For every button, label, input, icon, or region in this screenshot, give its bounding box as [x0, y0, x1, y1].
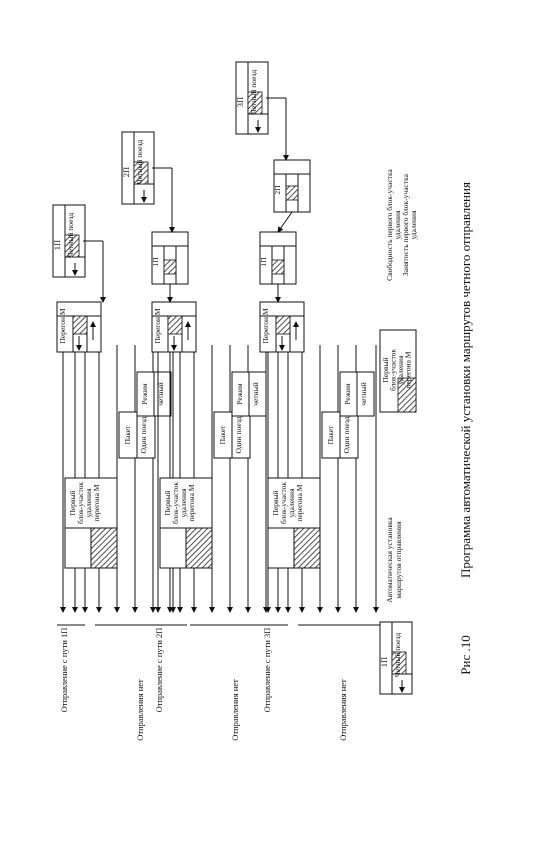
- block-section-text: Первый: [163, 490, 172, 515]
- peregon-hatch: [167, 315, 183, 335]
- track-box-label: 1П: [259, 257, 268, 267]
- block-section-text: перегона М: [187, 484, 196, 521]
- train-hatch: [133, 161, 149, 185]
- peregon-label: Перегон М: [153, 308, 162, 343]
- paket-label: Пакет: [326, 425, 335, 445]
- legend-block-text: Первый: [381, 357, 390, 382]
- track-box: [259, 231, 297, 285]
- legend-block-hatch: [397, 377, 417, 413]
- legend-track-label: 1П: [379, 657, 389, 667]
- legend-auto-text: маршрутов отправления: [394, 521, 403, 599]
- mode-label: Режим: [235, 383, 244, 405]
- block-section-text: Первый: [68, 490, 77, 515]
- route-row-1: Отправление с пути 1П Отправления нет Перв…: [52, 204, 187, 741]
- block-section-hatch: [90, 527, 118, 569]
- one-train-label: Один поезд: [342, 416, 351, 453]
- block-section-text: удаления: [287, 488, 296, 518]
- train-hatch: [247, 91, 263, 115]
- one-train-label: Один поезд: [139, 416, 148, 453]
- figure-title: Программа автоматической установки маршр…: [458, 182, 473, 578]
- departure-label: Отправление с пути 3П: [262, 628, 272, 713]
- even-label: четный: [251, 382, 260, 405]
- departure-label: Отправление с пути 2П: [154, 628, 164, 713]
- track-box-label-2: 2П: [273, 185, 282, 195]
- track-label: 1П: [52, 240, 62, 250]
- figure-number: Рис .10: [458, 635, 473, 674]
- track-hatch-2: [285, 185, 299, 201]
- block-section-text: блок-участок: [171, 482, 180, 524]
- track-hatch: [271, 259, 285, 275]
- one-train-label: Один поезд: [234, 416, 243, 453]
- legend-block-text: перегона М: [404, 351, 413, 388]
- no-departure-label: Отправления нет: [338, 679, 348, 741]
- block-section-text: удаления: [179, 488, 188, 518]
- block-section-text: Первый: [271, 490, 280, 515]
- paket-label: Пакет: [123, 425, 132, 445]
- train-label: Четный поезд: [66, 213, 75, 258]
- legend-free-occ-text: удаления: [409, 210, 418, 240]
- legend-auto-text: Автоматическая установка: [385, 517, 394, 603]
- block-section-text: перегона М: [92, 484, 101, 521]
- mode-label: Режим: [140, 383, 149, 405]
- legend-block-text: удаления: [396, 355, 405, 385]
- route-rows: Отправление с пути 1П Отправления нет Перв…: [52, 61, 390, 741]
- track-label: 3П: [235, 97, 245, 107]
- peregon-label: Перегон М: [261, 308, 270, 343]
- caption: Рис .10 Программа автоматической установк…: [458, 182, 473, 675]
- legend-free-occ-text: Занятость первого блок-участка: [401, 173, 410, 276]
- paket-label: Пакет: [218, 425, 227, 445]
- even-label: четный: [359, 382, 368, 405]
- block-section-text: блок-участок: [279, 482, 288, 524]
- mode-label: Режим: [343, 383, 352, 405]
- legend-train-label: Четный поезд: [393, 633, 402, 678]
- track-box-label: 1П: [151, 257, 160, 267]
- block-section-hatch: [185, 527, 213, 569]
- no-departure-label: Отправления нет: [230, 679, 240, 741]
- legend-train-hatch: [391, 651, 407, 675]
- track-label: 2П: [121, 167, 131, 177]
- legend-free-occ-text: удаления: [393, 210, 402, 240]
- no-departure-label: Отправления нет: [135, 679, 145, 741]
- connector-line: [277, 211, 293, 233]
- peregon-hatch: [72, 315, 88, 335]
- route-row-2: Отправление с пути 2П Отправления нет Перв…: [121, 131, 282, 741]
- block-section-text: удаления: [84, 488, 93, 518]
- block-section-text: блок-участок: [76, 482, 85, 524]
- peregon-hatch: [275, 315, 291, 335]
- train-label: Четный поезд: [135, 140, 144, 185]
- even-label: четный: [156, 382, 165, 405]
- legend-free-occ-text: Свободность первого блок-участка: [385, 168, 394, 280]
- block-section-hatch: [293, 527, 321, 569]
- block-section-text: перегона М: [295, 484, 304, 521]
- train-hatch: [64, 234, 80, 258]
- departure-label: Отправление с пути 1П: [59, 628, 69, 713]
- route-row-3: Отправление с пути 3П Отправления нет Перв…: [235, 61, 390, 741]
- train-label: Четный поезд: [249, 70, 258, 115]
- track-hatch: [163, 259, 177, 275]
- legend-block-text: блок-участок: [389, 349, 398, 391]
- track-box: [151, 231, 189, 285]
- peregon-label: Перегон М: [58, 308, 67, 343]
